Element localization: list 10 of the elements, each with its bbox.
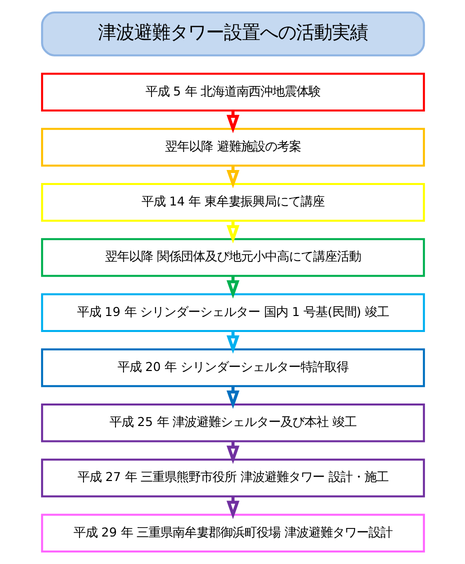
node-box: 平成 14 年 東牟婁振興局にて講座 [40,182,424,222]
node-box: 平成 25 年 津波避難シェルター及び本社 竣工 [40,404,424,442]
node-box: 平成 29 年 三重県南牟婁郡御浜町役場 津波避難タワー設計 [40,514,424,553]
node-box: 平成 19 年 シリンダーシェルター 国内 1 号基(民間) 竣工 [40,293,424,332]
node-box: 平成 20 年 シリンダーシェルター特許取得 [40,348,424,388]
node-box: 平成 27 年 三重県熊野市役所 津波避難タワー 設計・施工 [40,458,424,498]
node-box: 平成 5 年 北海道南西沖地震体験 [40,72,424,112]
node-box: 翌年以降 避難施設の考案 [40,128,424,167]
node-box: 翌年以降 関係団体及び地元小中高にて講座活動 [40,238,424,277]
node-box: 津波避難タワー設置への活動実績 [40,11,424,56]
